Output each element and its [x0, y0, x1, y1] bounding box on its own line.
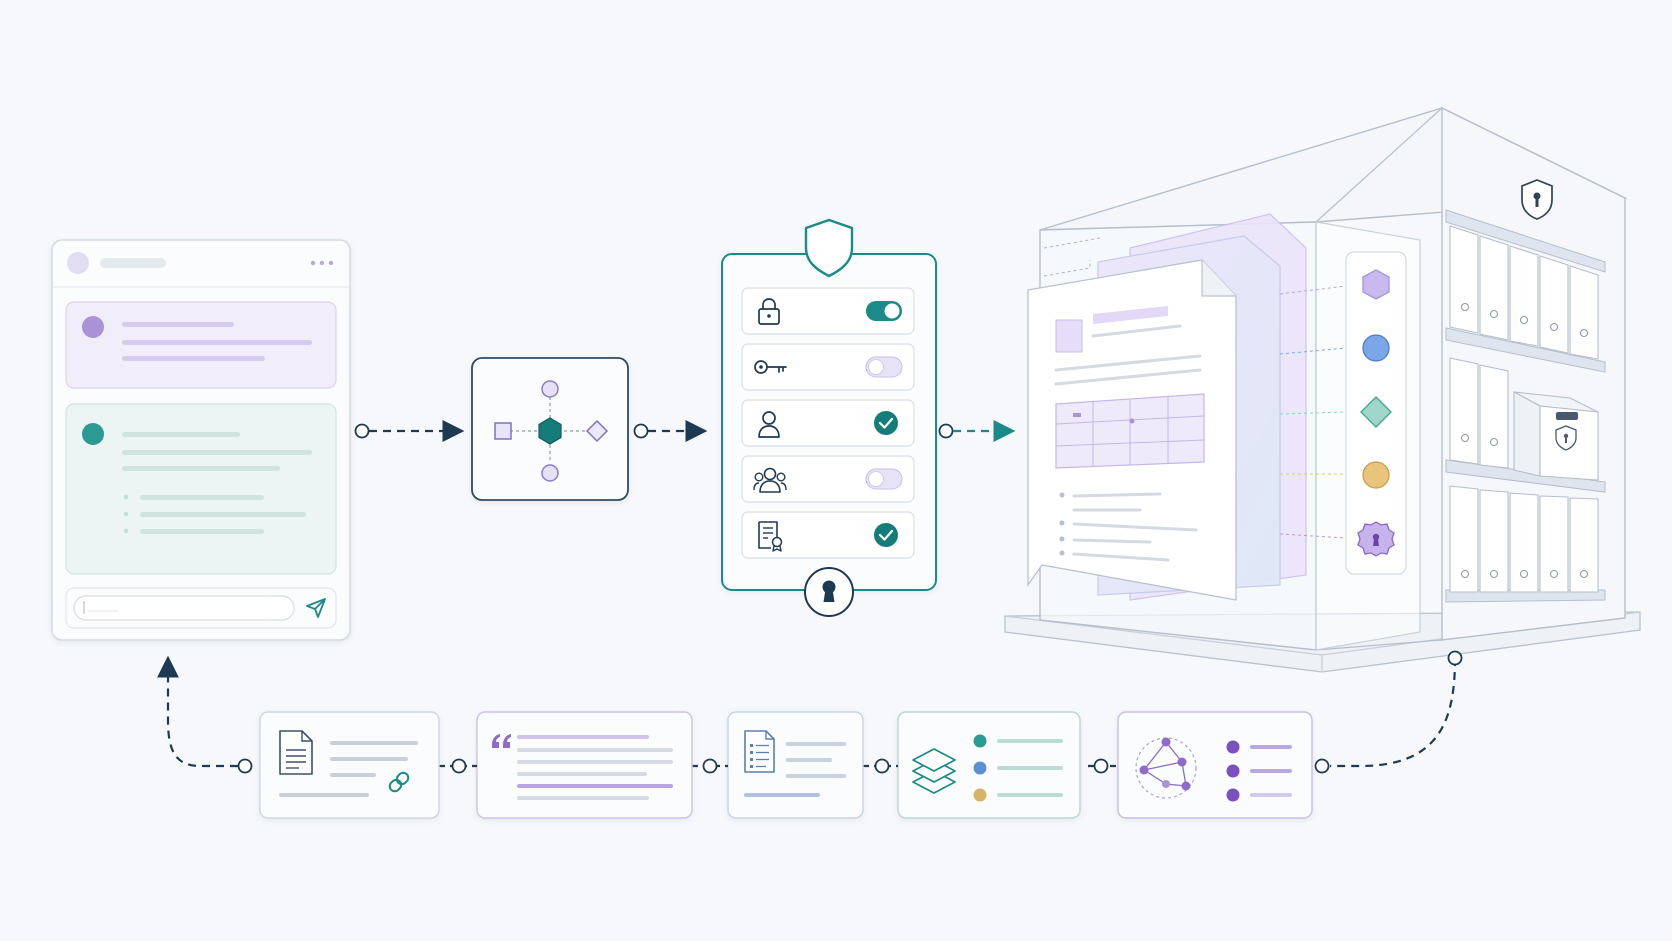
certificate-icon [758, 521, 783, 552]
access-row-user [741, 399, 915, 447]
pipeline-step-embedding-layers [897, 711, 1081, 819]
user-check[interactable] [874, 411, 898, 435]
connector-chat-to-orchestrator [354, 420, 465, 442]
access-control-panel [721, 218, 937, 617]
document-list [1059, 492, 1198, 562]
certificate-check[interactable] [874, 523, 898, 547]
keyhole-icon [804, 567, 854, 617]
pipeline-step-knowledge-graph [1117, 711, 1313, 819]
archive-box [1513, 391, 1599, 481]
access-row-group [741, 455, 915, 503]
seal-marker [1357, 521, 1395, 557]
pipeline-step-source-document [259, 711, 440, 819]
diamond-marker [1360, 396, 1392, 428]
group-toggle[interactable] [865, 468, 903, 490]
layers-icon [912, 748, 956, 794]
pipeline-step-quoted-passage [476, 711, 693, 819]
chat-input-bar [65, 587, 337, 629]
square-icon [494, 422, 512, 440]
hexagon-marker [1362, 269, 1390, 300]
connector-access-to-repository [938, 420, 1016, 442]
key-icon [754, 360, 787, 374]
users-icon [753, 467, 787, 493]
user-avatar-dot [82, 316, 104, 338]
circle-icon [541, 380, 559, 398]
list-document-icon [744, 730, 775, 773]
hexagon-icon [538, 417, 562, 445]
front-document [1027, 259, 1237, 601]
avatar [67, 252, 89, 274]
retrieval-pipeline [157, 650, 1463, 819]
connector-orchestrator-to-access [633, 420, 708, 442]
shield-keyhole-icon [1555, 425, 1577, 451]
assistant-avatar-dot [82, 423, 104, 445]
lock-toggle[interactable] [866, 301, 902, 321]
orchestrator-node [471, 357, 629, 501]
connector-pipeline-to-chat [157, 655, 253, 774]
user-icon [758, 411, 780, 438]
more-dots-icon[interactable] [310, 260, 334, 266]
access-row-certificate [741, 511, 915, 559]
diamond-icon [585, 419, 609, 443]
user-message-bubble [65, 301, 337, 389]
circle-icon [541, 464, 559, 482]
graph-icon [1135, 737, 1197, 799]
access-row-key [741, 343, 915, 391]
assistant-message-bubble [65, 403, 337, 575]
chat-header [52, 252, 350, 288]
binder-shelves [1445, 209, 1606, 603]
chat-panel [51, 239, 351, 641]
secure-repository [1004, 106, 1641, 673]
access-row-lock [741, 287, 915, 335]
shield-keyhole-icon [1521, 179, 1553, 220]
shield-icon [804, 218, 854, 278]
link-icon [388, 771, 410, 793]
circle-marker [1362, 334, 1390, 362]
metadata-marker-rail [1345, 251, 1407, 575]
key-toggle[interactable] [865, 356, 903, 378]
document-icon [279, 730, 313, 775]
circle-marker [1362, 461, 1390, 489]
quote-icon [492, 734, 511, 748]
pipeline-step-chunked-document [727, 711, 864, 819]
lock-icon [758, 298, 780, 325]
chat-input[interactable] [73, 595, 295, 621]
send-icon[interactable] [306, 598, 326, 618]
document-table [1055, 393, 1205, 469]
